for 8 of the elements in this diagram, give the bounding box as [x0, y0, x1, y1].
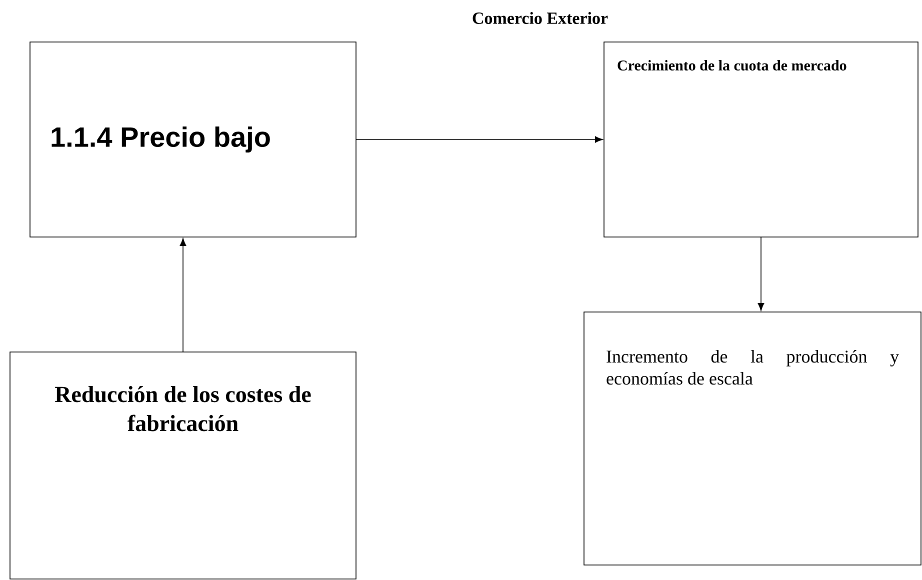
arrow: [356, 136, 603, 143]
arrow: [180, 238, 186, 352]
text-box: 1.1.4 Precio bajo: [30, 42, 356, 238]
title: Comercio Exterior: [472, 12, 608, 24]
text-box: Reducción de los costes de fabricación: [10, 352, 356, 580]
text-box: Crecimiento de la cuota de mercado: [604, 42, 918, 238]
arrow: [758, 236, 764, 311]
text-box: Incremento de la producción y economías de escala: [584, 312, 922, 566]
